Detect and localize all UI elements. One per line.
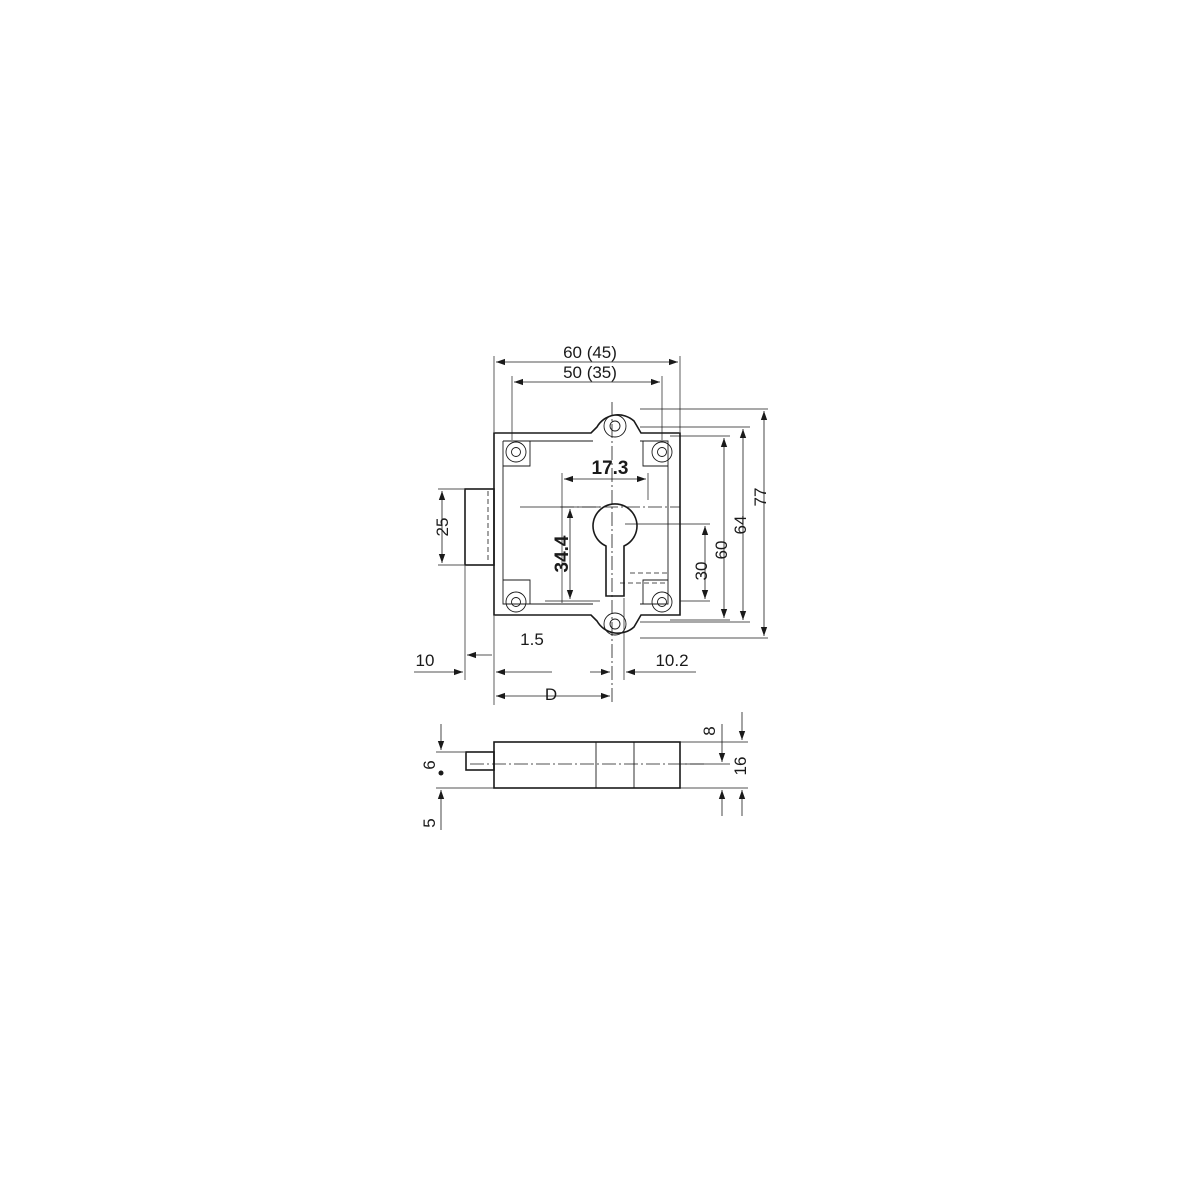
profile-cylinder-cutout [592,503,638,597]
lock-bolt-front [464,488,495,566]
lock-body-inner-recess [502,440,669,605]
screw-hole-bottom-left [505,591,527,613]
bolt-center-dot [438,770,444,776]
side-body [493,741,681,789]
label-profile-cutout-width: 17.3 [592,458,629,479]
screw-hole-top-left [505,441,527,463]
front-view: 60 (45) 50 (35) 17.3 34.4 25 30 60 64 77… [414,343,770,705]
label-body-height: 64 [731,516,750,535]
label-body-depth: 16 [731,757,750,776]
label-overall-height: 77 [751,488,770,507]
label-right-offset: 10.2 [655,651,688,670]
screw-hole-top-ear [603,414,627,438]
lock-body-outline [493,414,681,634]
side-view: 6 5 8 16 [420,712,750,830]
label-backset: D [545,685,557,704]
label-bolt-height: 25 [433,518,452,537]
side-bolt [465,751,495,771]
label-profile-cutout-height: 34.4 [552,535,573,572]
label-bolt-offset: 5 [420,818,439,827]
label-screw-spacing-width: 50 (35) [563,363,617,382]
label-screw-spacing-height: 60 [712,541,731,560]
screw-hole-bottom-right [651,591,673,613]
label-overall-width: 60 (45) [563,343,617,362]
label-cutout-offset: 30 [692,562,711,581]
label-bolt-thickness: 6 [420,760,439,769]
screw-hole-top-right [651,441,673,463]
label-bolt-projection: 10 [416,651,435,670]
label-top-offset: 8 [700,726,719,735]
label-edge-offset: 1.5 [520,630,544,649]
screw-hole-bottom-ear [603,612,627,636]
